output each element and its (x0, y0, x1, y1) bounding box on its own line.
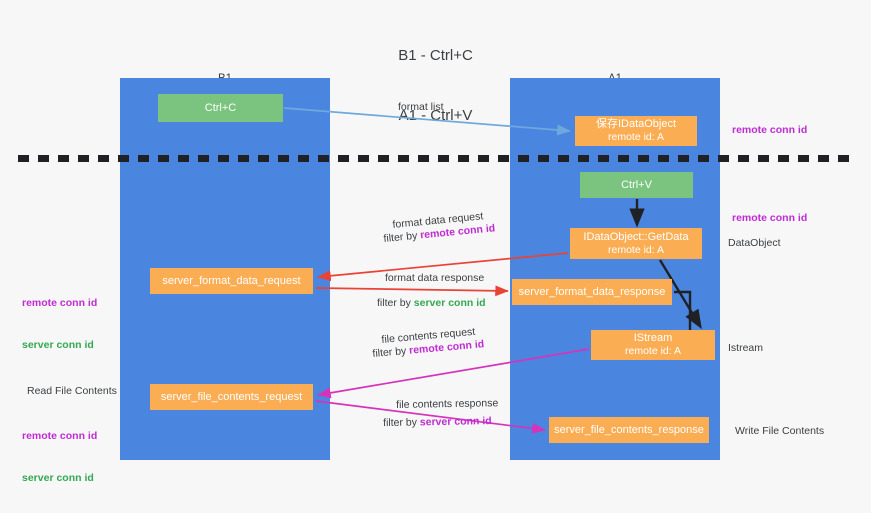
note-left-read-file-contents: Read File Contents (27, 385, 117, 397)
flow-filter-file-contents-response-key: server conn id (419, 415, 492, 429)
node-server-file-contents-response[interactable]: server_file_contents_response (549, 417, 709, 443)
phase-divider (18, 155, 858, 162)
node-save-idataobject[interactable]: 保存IDataObject remote id: A (575, 116, 697, 146)
note-right-remote-conn-id-mid: remote conn id (732, 212, 808, 224)
node-idataobject-getdata-subtitle: remote id: A (607, 243, 665, 256)
note-right-remote-conn-id-top: remote conn id (732, 124, 808, 136)
diagram-title-line1: B1 - Ctrl+C (398, 47, 473, 64)
note-right-write-file-contents: Write File Contents (735, 425, 825, 437)
note-right-istream: Istream (728, 342, 764, 354)
flow-filter-format-data-response-key: server conn id (413, 297, 486, 309)
note-left-conn-ids-upper: remote conn id server conn id (22, 268, 97, 380)
note-left-conn-ids-lower: remote conn id server conn id (22, 401, 97, 513)
note-left-server-conn-id-a: server conn id (22, 339, 94, 351)
flow-filter-file-contents-response-prefix: filter by (383, 416, 420, 429)
flow-label-format-list: format list (398, 101, 444, 114)
flow-filter-file-contents-response: filter by server conn id (383, 415, 492, 430)
node-istream-subtitle: remote id: A (624, 345, 682, 357)
node-ctrl-c[interactable]: Ctrl+C (158, 94, 283, 122)
node-save-idataobject-label: 保存IDataObject (595, 118, 677, 130)
note-left-server-conn-id-b: server conn id (22, 472, 94, 484)
diagram-canvas: B1 - Ctrl+C A1 - Ctrl+V B1 connection A1… (0, 6, 871, 484)
node-istream-label: IStream (633, 332, 673, 344)
node-server-format-data-response[interactable]: server_format_data_response (512, 279, 672, 305)
flow-label-format-data-response-text: format data response (385, 272, 485, 284)
node-server-format-data-request-label: server_format_data_request (162, 274, 301, 287)
flow-label-file-contents-response-text: file contents response (396, 397, 499, 411)
note-right-dataobject: DataObject (728, 237, 781, 249)
flow-label-file-contents-response: file contents response (396, 397, 498, 412)
note-left-remote-conn-id-a: remote conn id (22, 297, 98, 309)
flow-label-format-data-response: format data response (385, 272, 484, 285)
node-idataobject-getdata[interactable]: IDataObject::GetData remote id: A (570, 228, 702, 259)
flow-filter-format-data-response-prefix: filter by (377, 297, 414, 309)
node-server-file-contents-request-label: server_file_contents_request (160, 390, 303, 403)
node-server-file-contents-request[interactable]: server_file_contents_request (150, 384, 313, 410)
node-server-format-data-response-label: server_format_data_response (518, 285, 666, 298)
note-left-remote-conn-id-b: remote conn id (22, 430, 98, 442)
diagram-title: B1 - Ctrl+C A1 - Ctrl+V (0, 6, 871, 166)
node-idataobject-getdata-label: IDataObject::GetData (583, 230, 689, 243)
node-ctrl-c-label: Ctrl+C (204, 101, 237, 114)
node-save-idataobject-subtitle: remote id: A (607, 131, 665, 143)
node-server-file-contents-response-label: server_file_contents_response (554, 423, 704, 436)
node-server-format-data-request[interactable]: server_format_data_request (150, 268, 313, 294)
diagram-title-line2: A1 - Ctrl+V (398, 107, 473, 124)
flow-filter-format-data-response: filter by server conn id (377, 297, 486, 310)
flow-filter-file-contents-request-prefix: filter by (372, 344, 410, 360)
node-ctrl-v[interactable]: Ctrl+V (580, 172, 693, 198)
flow-filter-format-data-request-prefix: filter by (383, 229, 421, 245)
node-ctrl-v-label: Ctrl+V (621, 178, 652, 191)
connector-layer (283, 107, 702, 434)
flow-label-format-list-text: format list (398, 101, 444, 113)
node-istream[interactable]: IStream remote id: A (591, 330, 715, 360)
